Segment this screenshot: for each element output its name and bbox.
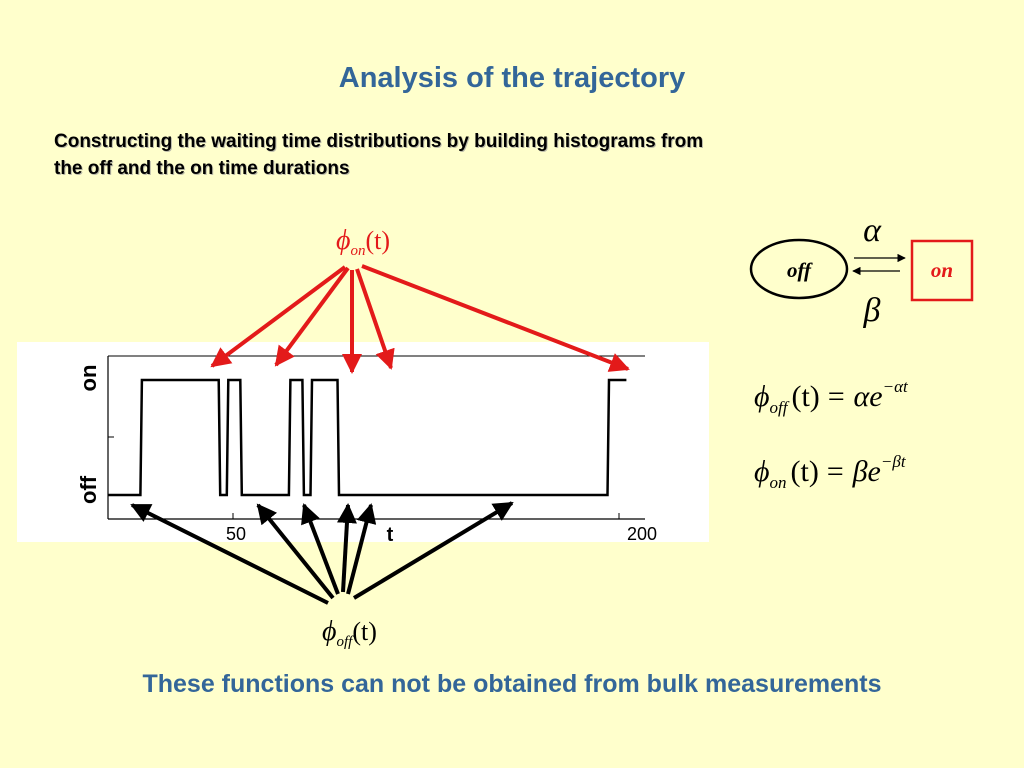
y-label-on: on <box>76 365 101 392</box>
black-arrow-6 <box>352 501 514 600</box>
on-state-box <box>910 239 974 302</box>
slide-subtitle: Constructing the waiting time distributi… <box>54 128 854 182</box>
subtitle-line-1: Constructing the waiting time distributi… <box>54 131 704 152</box>
x-axis-label: t <box>387 524 394 546</box>
trajectory-trace <box>108 378 627 497</box>
off-state-ellipse <box>749 238 849 300</box>
black-arrow-4 <box>336 503 357 593</box>
on-state-label: on <box>931 258 953 282</box>
trace-line <box>108 378 627 497</box>
kinetic-scheme: off on α β <box>749 212 974 329</box>
alpha-label: α <box>863 212 882 249</box>
black-arrow-2 <box>256 503 335 600</box>
x-tick-label-200: 200 <box>627 524 657 544</box>
equation-phi-off: ϕoff(t)= αe−αt <box>754 377 909 417</box>
black-arrow-5 <box>346 503 377 595</box>
black-arrow-3 <box>301 503 340 595</box>
red-arrow-5 <box>361 264 630 372</box>
y-label-off: off <box>76 475 101 504</box>
off-state-label: off <box>787 258 813 282</box>
phi-on-label: ϕon(t) <box>336 225 390 259</box>
x-tick-label-50: 50 <box>226 524 246 544</box>
red-arrow-4 <box>355 268 395 370</box>
red-arrow-1 <box>210 265 347 368</box>
black-arrows <box>130 501 514 605</box>
red-arrow-2 <box>274 266 350 367</box>
phi-off-label: ϕoff(t) <box>322 616 377 650</box>
slide-title: Analysis of the trajectory <box>338 62 686 94</box>
red-arrows <box>210 264 630 374</box>
black-arrow-1 <box>130 503 329 605</box>
subtitle-line-2: the off and the on time durations <box>54 158 350 179</box>
beta-label: β <box>863 292 881 329</box>
footer-text: These functions can not be obtained from… <box>142 670 882 698</box>
equation-phi-on: ϕon(t)= βe−βt <box>754 452 907 492</box>
